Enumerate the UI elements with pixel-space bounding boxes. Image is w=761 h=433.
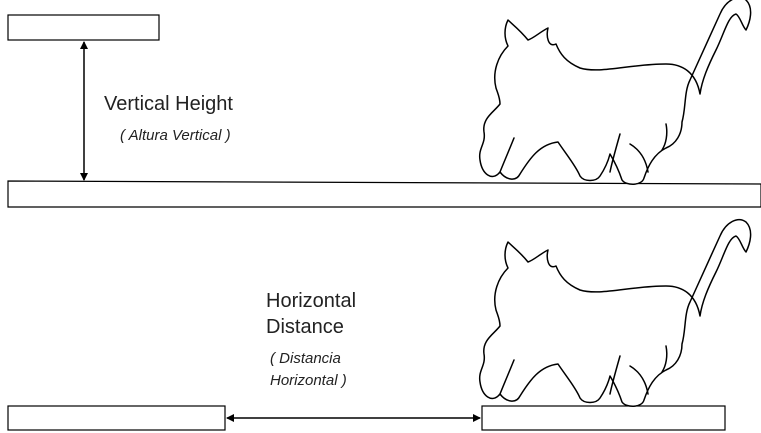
upper-ledge — [7, 14, 160, 41]
cat-illustration-bottom — [478, 218, 752, 408]
horizontal-distance-sublabel-line1: ( Distancia — [270, 350, 341, 367]
horizontal-distance-label-line1: Horizontal — [266, 290, 356, 312]
horizontal-distance-label-line2: Distance — [266, 316, 344, 338]
vertical-height-label: Vertical Height — [104, 93, 233, 115]
cat-illustration-top — [478, 0, 752, 186]
left-ledge — [7, 405, 226, 431]
vertical-height-sublabel: ( Altura Vertical ) — [120, 127, 231, 144]
horizontal-distance-sublabel-line2: Horizontal ) — [270, 372, 347, 389]
right-ledge — [481, 405, 726, 431]
floor-slab — [7, 180, 761, 208]
